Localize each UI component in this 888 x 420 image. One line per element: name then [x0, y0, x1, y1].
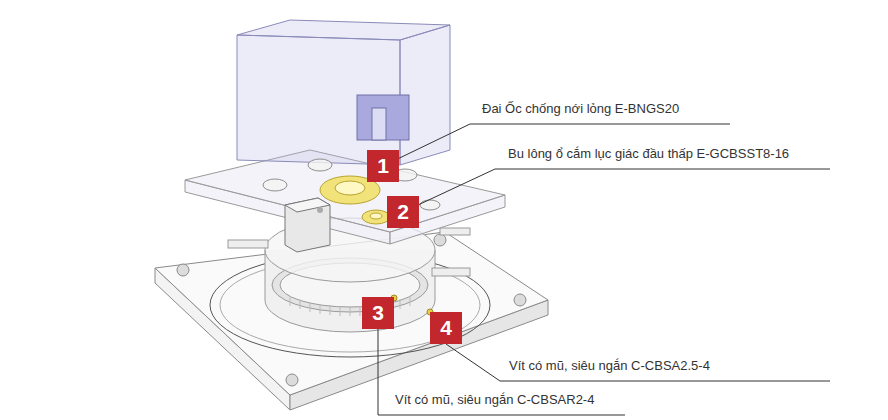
- callout-number: 2: [387, 196, 419, 228]
- callout-number: 1: [367, 150, 399, 182]
- part-name: Đai Ốc chống nới lỏng E-BNGS20: [482, 101, 679, 117]
- callout-number: 4: [430, 312, 462, 344]
- part-name: Bu lông ổ cắm lục giác đầu thấp E-GCBSST…: [508, 146, 789, 162]
- callout-number: 3: [362, 297, 394, 329]
- part-name: Vít có mũ, siêu ngắn C-CBSA2.5-4: [509, 358, 710, 374]
- part-name: Vít có mũ, siêu ngắn C-CBSAR2-4: [395, 392, 594, 408]
